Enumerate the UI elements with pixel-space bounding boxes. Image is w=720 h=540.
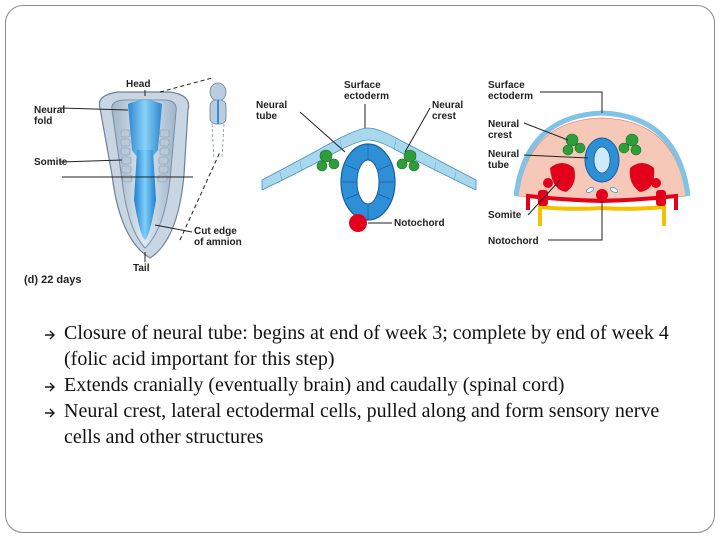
label-mid-neural-tube: Neural tube xyxy=(256,100,290,122)
figure-caption: (d) 22 days xyxy=(24,274,81,286)
label-r-somite: Somite xyxy=(488,210,522,221)
label-neural-fold-line1: Neural xyxy=(34,105,65,116)
label-mid-neural-crest-line2: crest xyxy=(432,111,457,122)
bullet-item: Closure of neural tube: begins at end of… xyxy=(44,320,684,372)
label-mid-surface-line1: Surface xyxy=(344,80,381,91)
arrow-bullet-icon xyxy=(45,408,55,418)
label-r-neural-tube: Neural tube xyxy=(488,149,522,171)
label-r-neural-crest-line2: crest xyxy=(488,130,513,141)
neural-tube-figure: Head Neural fold Somite Cut edge of amni… xyxy=(24,77,691,286)
bullet-text: Closure of neural tube: begins at end of… xyxy=(64,322,669,370)
arrow-bullet-icon xyxy=(45,330,55,340)
label-cut-edge-line1: Cut edge xyxy=(194,226,237,237)
mini-embryo-icon xyxy=(209,82,227,159)
label-r-neural-tube-line2: tube xyxy=(488,160,510,171)
label-mid-neural-crest: Neural crest xyxy=(432,100,466,122)
label-tail: Tail xyxy=(133,263,150,274)
label-mid-surface-ectoderm: Surface ectoderm xyxy=(344,80,389,102)
bullet-text: Neural crest, lateral ectodermal cells, … xyxy=(64,400,660,448)
arrow-bullet-icon xyxy=(45,382,55,392)
cross-section-closing: Neural tube Surface ectoderm Neural cres… xyxy=(256,80,477,232)
label-head: Head xyxy=(126,79,150,90)
label-r-surface-line1: Surface xyxy=(488,80,525,91)
label-mid-neural-crest-line1: Neural xyxy=(432,100,463,111)
label-r-surface-ectoderm: Surface ectoderm xyxy=(488,80,533,102)
bullet-item: Neural crest, lateral ectodermal cells, … xyxy=(44,398,684,450)
label-somite-left: Somite xyxy=(34,157,68,168)
bullet-list: Closure of neural tube: begins at end of… xyxy=(44,320,684,450)
embryo-dorsal-view: Head Neural fold Somite Cut edge of amni… xyxy=(24,77,242,286)
label-r-neural-crest: Neural crest xyxy=(488,119,522,141)
label-r-neural-crest-line1: Neural xyxy=(488,119,519,130)
label-neural-fold: Neural fold xyxy=(34,105,68,127)
label-cut-edge: Cut edge of amnion xyxy=(194,226,242,248)
label-mid-neural-tube-line2: tube xyxy=(256,111,278,122)
label-r-surface-line2: ectoderm xyxy=(488,91,533,102)
label-mid-surface-line2: ectoderm xyxy=(344,91,389,102)
label-mid-neural-tube-line1: Neural xyxy=(256,100,287,111)
cross-section-closed: Surface ectoderm Neural crest Neural tub… xyxy=(488,80,691,247)
label-r-neural-tube-line1: Neural xyxy=(488,149,519,160)
label-neural-fold-line2: fold xyxy=(34,116,52,127)
label-mid-notochord: Notochord xyxy=(394,218,445,229)
label-cut-edge-line2: of amnion xyxy=(194,237,242,248)
bullet-text: Extends cranially (eventually brain) and… xyxy=(64,374,565,396)
label-r-notochord: Notochord xyxy=(488,236,539,247)
bullet-item: Extends cranially (eventually brain) and… xyxy=(44,372,684,398)
